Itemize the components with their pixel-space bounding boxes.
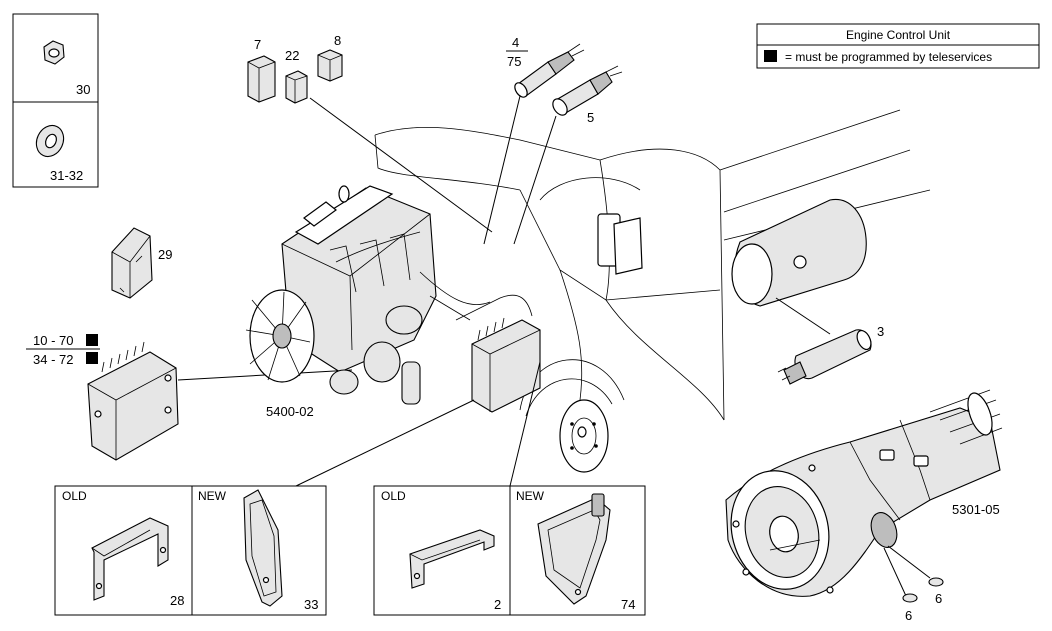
callout-10-70: 10 - 70 [33,333,73,348]
callout-8: 8 [334,33,341,48]
callout-29: 29 [158,247,172,262]
panel-new-label: NEW [198,489,227,503]
relay-icon [247,55,276,103]
callout-74: 74 [621,597,635,612]
callout-31-32: 31-32 [50,168,83,183]
panel-old-label: OLD [381,489,406,503]
callout-6: 6 [905,608,912,623]
callout-34-72: 34 - 72 [33,352,73,367]
washer-icon [35,124,65,158]
ecu-legend: Engine Control Unit = must be programmed… [756,23,1040,69]
callout-75: 75 [507,54,521,69]
callout-33: 33 [304,597,318,612]
black-square-icon [86,352,98,364]
black-square-icon [86,334,98,346]
callout-5400-02: 5400-02 [266,404,314,419]
legend-note: = must be programmed by teleservices [785,50,992,64]
callout-5301-05: 5301-05 [952,502,1000,517]
hex-nut-icon [43,40,65,65]
callout-6: 6 [935,591,942,606]
panel-new-label: NEW [516,489,545,503]
nut-washer-inset: 30 31-32 [12,13,99,188]
vehicle-outline [374,109,931,473]
sensor-icon [552,65,623,116]
fuel-tank [731,198,867,335]
sensors: 4 75 5 [483,35,623,245]
callout-3: 3 [877,324,884,339]
new-bracket-icon [243,489,283,607]
relays: 7 22 8 [247,33,493,233]
relay-icon [285,70,308,104]
relay-icon [317,49,343,82]
bracket-panel-right: OLD NEW 2 74 [373,485,646,616]
plug-icon [928,577,944,587]
callout-4: 4 [512,35,519,50]
old-bracket-icon [409,529,495,589]
callout-22: 22 [285,48,299,63]
callout-5: 5 [587,110,594,125]
new-bracket-icon [537,493,611,605]
bracket-panel-left: OLD NEW 28 33 [54,485,327,616]
cooling-fan-icon [245,289,315,383]
plug-icon [902,593,918,603]
bay-ecu [295,317,541,487]
callout-28: 28 [170,593,184,608]
callout-2: 2 [494,597,501,612]
legend-title: Engine Control Unit [846,28,951,42]
part-29-module: 29 [111,227,172,299]
callout-7: 7 [254,37,261,52]
black-square-icon [764,50,777,62]
callout-30: 30 [76,82,90,97]
sensor-icon [514,43,585,98]
engine-assembly: 5400-02 [245,185,533,419]
ecu-unit: 10 - 70 34 - 72 [26,333,353,461]
gearbox-assembly: 5301-05 6 6 [725,389,1003,623]
panel-old-label: OLD [62,489,87,503]
fuel-pump: 3 [777,324,884,385]
old-bracket-icon [91,517,169,601]
